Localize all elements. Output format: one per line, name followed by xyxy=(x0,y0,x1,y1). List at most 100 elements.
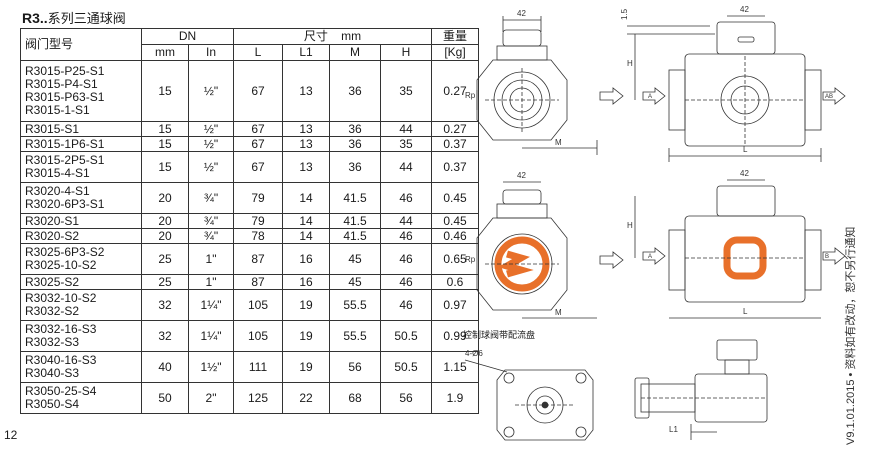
model-number: R3015-2P5-S1 xyxy=(25,153,105,167)
cell-L: 67 xyxy=(233,60,283,122)
cell-H: 50.5 xyxy=(380,320,432,352)
cell-in: ½" xyxy=(188,151,234,183)
port-a-label-1: A xyxy=(648,94,652,100)
port-b-label: B xyxy=(825,254,829,260)
dim-42-label-3: 42 xyxy=(517,171,526,180)
cell-L: 105 xyxy=(233,320,283,352)
cell-M: 55.5 xyxy=(329,289,381,321)
cell-L: 67 xyxy=(233,121,283,137)
cell-L: 111 xyxy=(233,351,283,383)
cell-mm: 20 xyxy=(141,228,189,244)
cell-in: ¾" xyxy=(188,182,234,214)
dim-h-label-2: H xyxy=(627,221,633,230)
cell-L1: 19 xyxy=(282,320,330,352)
cell-H: 44 xyxy=(380,213,432,229)
cell-L: 78 xyxy=(233,228,283,244)
cell-models: R3025-S2 xyxy=(20,274,142,290)
header-dn: DN xyxy=(141,28,234,45)
cell-H: 46 xyxy=(380,289,432,321)
cell-H: 46 xyxy=(380,274,432,290)
model-number: R3025-S2 xyxy=(25,274,80,289)
cell-L: 67 xyxy=(233,136,283,152)
version-note: V9.1.01.2015 • 资料如有改动，恕不另行通知 xyxy=(845,226,857,445)
cell-kg: 1.15 xyxy=(431,351,479,383)
cell-L1: 13 xyxy=(282,121,330,137)
model-number: R3015-4-S1 xyxy=(25,166,90,180)
model-number: R3050-25-S4 xyxy=(25,384,97,398)
cell-H: 44 xyxy=(380,121,432,137)
header-model: 阀门型号 xyxy=(20,28,142,61)
header-L: L xyxy=(233,44,283,61)
cell-H: 46 xyxy=(380,243,432,275)
model-number: R3020-6P3-S1 xyxy=(25,197,105,211)
dim-l-label-1: L xyxy=(743,145,748,154)
cell-L1: 16 xyxy=(282,274,330,290)
cell-M: 45 xyxy=(329,243,381,275)
flange-top-view: 4-Ø6 xyxy=(464,349,594,441)
cell-in: 1½" xyxy=(188,351,234,383)
cell-mm: 40 xyxy=(141,351,189,383)
dim-rp-label-1: Rp xyxy=(465,91,476,100)
model-number: R3025-10-S2 xyxy=(25,258,97,272)
cell-H: 46 xyxy=(380,182,432,214)
cell-mm: 25 xyxy=(141,243,189,275)
model-number: R3040-S3 xyxy=(25,366,80,380)
cell-H: 50.5 xyxy=(380,351,432,383)
cell-L1: 22 xyxy=(282,382,330,414)
cell-H: 46 xyxy=(380,228,432,244)
cell-H: 56 xyxy=(380,382,432,414)
cell-in: 1" xyxy=(188,274,234,290)
port-ab-label-1: AB xyxy=(825,94,833,100)
cell-L: 67 xyxy=(233,151,283,183)
header-M: M xyxy=(329,44,381,61)
cell-H: 44 xyxy=(380,151,432,183)
valve-front-view-1: 42 1.5 H A AB L xyxy=(620,5,846,162)
model-number: R3040-16-S3 xyxy=(25,353,97,367)
cell-in: 1¼" xyxy=(188,289,234,321)
model-number: R3050-S4 xyxy=(25,397,80,411)
cell-M: 56 xyxy=(329,351,381,383)
cell-L: 125 xyxy=(233,382,283,414)
cell-M: 68 xyxy=(329,382,381,414)
cell-L: 79 xyxy=(233,213,283,229)
cell-mm: 20 xyxy=(141,182,189,214)
cell-L1: 13 xyxy=(282,136,330,152)
dim-15-label: 1.5 xyxy=(620,8,629,20)
cell-M: 36 xyxy=(329,121,381,137)
valve-section-view: L1 xyxy=(634,339,768,440)
cell-kg: 1.9 xyxy=(431,382,479,414)
cell-L: 79 xyxy=(233,182,283,214)
cell-in: ½" xyxy=(188,121,234,137)
header-H: H xyxy=(380,44,432,61)
cell-in: 1¼" xyxy=(188,320,234,352)
model-number: R3015-1P6-S1 xyxy=(25,136,105,151)
header-size: 尺寸 mm xyxy=(233,28,432,45)
cell-mm: 32 xyxy=(141,320,189,352)
cell-in: 1" xyxy=(188,243,234,275)
cell-kg: 0.6 xyxy=(431,274,479,290)
model-number: R3032-S3 xyxy=(25,335,80,349)
dim-4x6-label: 4-Ø6 xyxy=(465,349,483,358)
cell-mm: 15 xyxy=(141,121,189,137)
cell-mm: 15 xyxy=(141,136,189,152)
model-number: R3032-10-S2 xyxy=(25,291,97,305)
spec-table: 阀门型号 DN 尺寸 mm 重量 mm In L L1 M H [Kg] R30… xyxy=(20,28,479,414)
cell-H: 35 xyxy=(380,136,432,152)
page-number: 12 xyxy=(4,428,18,442)
header-L1: L1 xyxy=(282,44,330,61)
